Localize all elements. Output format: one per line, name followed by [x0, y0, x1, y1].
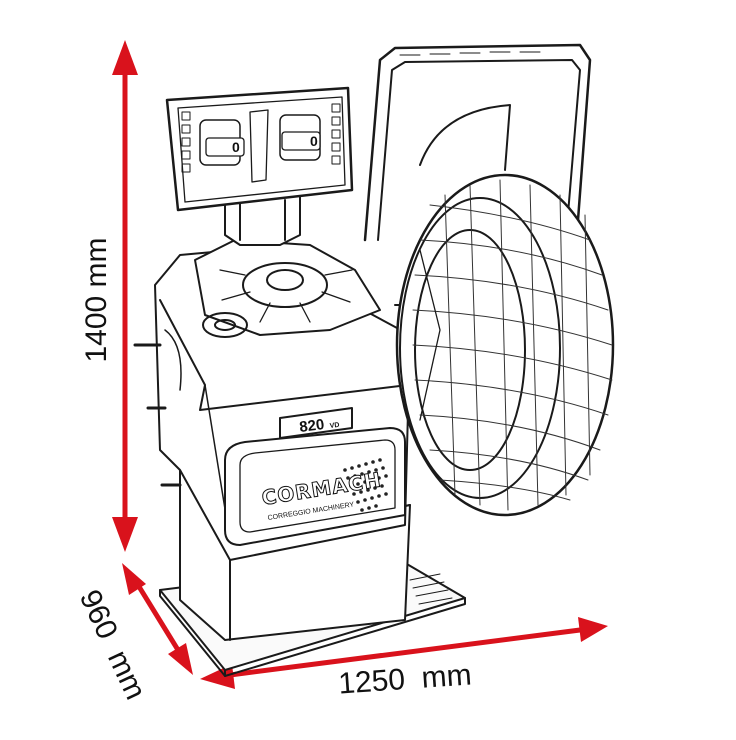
model-badge-suffix: VD [329, 422, 340, 430]
tire [395, 173, 615, 517]
height-arrow [112, 40, 138, 552]
model-badge [279, 407, 353, 439]
height-dimension-label: 1400 mm [80, 237, 113, 363]
front-panel [224, 427, 406, 546]
display-left-value: 0 [232, 139, 240, 155]
depth-arrow [122, 563, 193, 675]
machine-drawing [133, 43, 615, 677]
display-right-value: 0 [310, 133, 318, 149]
monitor [165, 86, 354, 212]
model-badge-number: 820 [298, 416, 325, 436]
